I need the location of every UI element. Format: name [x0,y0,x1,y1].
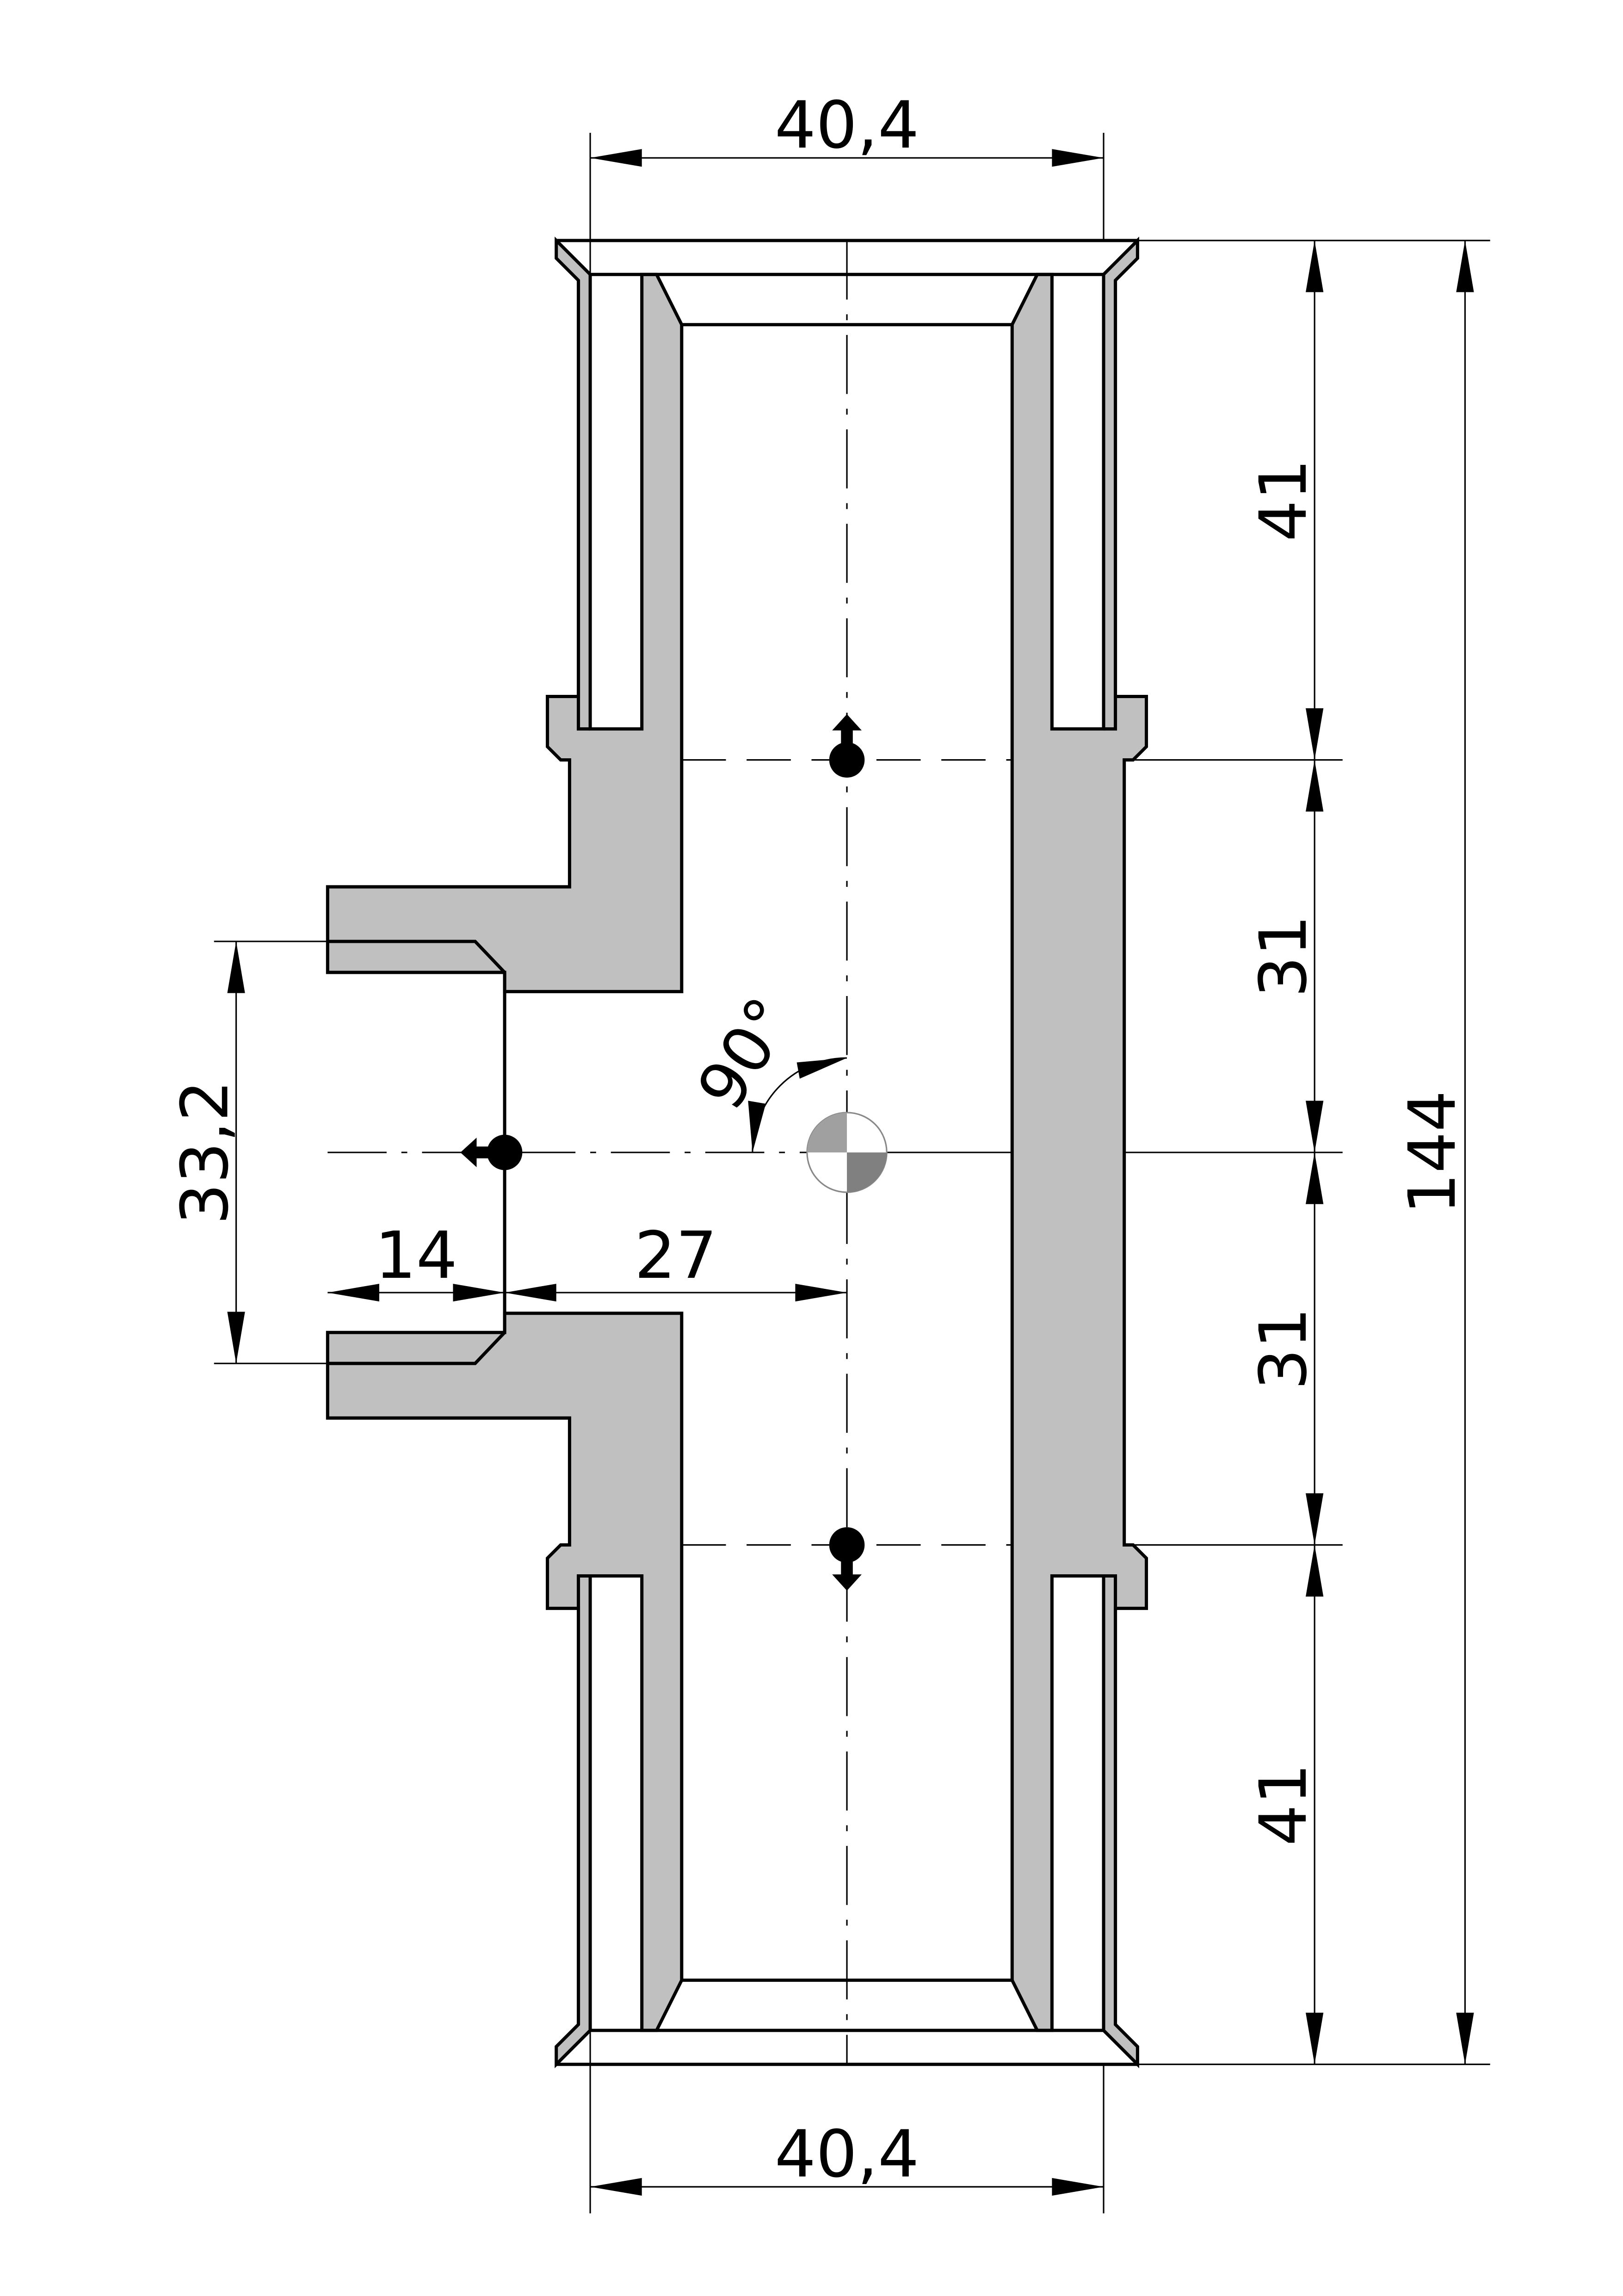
flow-up-icon [829,714,865,778]
dim-top-width-label: 40,4 [775,88,919,163]
dim-upper-mid-label: 31 [1246,915,1321,998]
center-point-icon [806,1112,888,1193]
dimension-branch-depth: 14 27 [327,1218,847,1302]
end-rings [556,239,1138,2066]
dim-lower-mid-label: 31 [1246,1307,1321,1390]
left-lower-wall [326,1312,684,2068]
dim-branch-offset-label: 27 [635,1218,717,1293]
dimension-overall: 144 [1395,240,1474,2065]
dim-socket-depth-label: 14 [375,1218,457,1293]
dimension-bottom-width: 40,4 [589,2030,1105,2214]
dimension-chain-right: 41 31 31 41 [1137,240,1490,2065]
dim-overall-label: 144 [1395,1090,1470,1214]
flow-left-icon [460,1134,523,1170]
dim-upper-socket-label: 41 [1246,459,1321,542]
dim-angle-label: 90° [683,985,808,1122]
dim-lower-socket-label: 41 [1246,1764,1321,1846]
dim-branch-diameter-label: 33,2 [167,1080,243,1225]
flow-down-icon [829,1527,865,1591]
dim-bottom-width-label: 40,4 [775,2117,919,2192]
dimension-top-width: 40,4 [589,88,1105,275]
left-upper-wall [326,236,684,993]
dimension-branch-diameter: 33,2 [167,941,328,1364]
